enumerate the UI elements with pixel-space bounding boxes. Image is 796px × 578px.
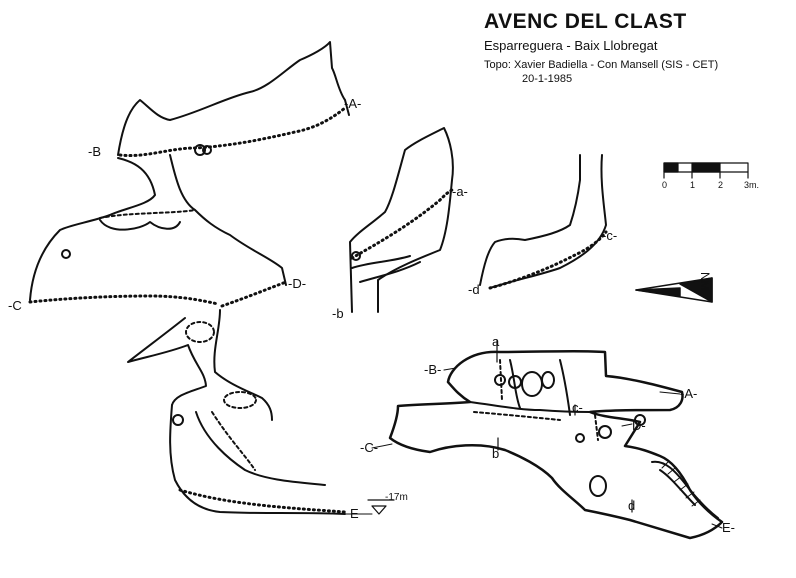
plan-boulder-6 bbox=[494, 374, 506, 386]
section-label-E: E bbox=[350, 506, 359, 521]
section-upper-lower-wall bbox=[29, 157, 156, 301]
section-label-A: -A- bbox=[344, 96, 362, 111]
plan-boulder-2 bbox=[541, 371, 555, 389]
north-arrow-fill-2 bbox=[635, 287, 681, 297]
plan-dashed-2 bbox=[499, 359, 599, 441]
section-mid-wall bbox=[169, 154, 287, 286]
depth-marker-triangle bbox=[367, 499, 395, 515]
section-label-D: -D- bbox=[288, 276, 307, 291]
plan-shaft-hatch bbox=[661, 461, 701, 507]
cross-section-ab-rock bbox=[351, 251, 361, 261]
section-boulder-3 bbox=[194, 144, 206, 156]
cross-section-c-d bbox=[479, 154, 608, 290]
section-block-1 bbox=[99, 219, 181, 231]
section-shaft-right bbox=[213, 309, 273, 421]
north-label: NM bbox=[698, 272, 712, 291]
plan-boulder-5 bbox=[598, 425, 612, 439]
plan-boulder-3 bbox=[508, 375, 522, 389]
section-D-floor bbox=[220, 280, 288, 308]
scale-tick-1: 1 bbox=[690, 180, 696, 190]
scale-bar bbox=[663, 162, 749, 179]
section-lower-dashed bbox=[211, 411, 256, 471]
plan-shaft bbox=[651, 460, 719, 519]
map-title: AVENC DEL CLAST bbox=[484, 10, 687, 33]
scale-bar-black-2 bbox=[691, 162, 721, 173]
plan-label-C: -C- bbox=[360, 440, 379, 455]
section-lower-floor bbox=[178, 488, 347, 514]
scale-tick-3: 3m. bbox=[744, 180, 760, 190]
plan-boulder-8 bbox=[634, 414, 646, 426]
section-boulder-1 bbox=[172, 414, 184, 426]
scale-bar-black-1 bbox=[663, 162, 679, 173]
plan-boulder-7 bbox=[575, 433, 585, 443]
plan-boulder-4 bbox=[589, 475, 607, 497]
section-label-C: -C bbox=[8, 298, 22, 313]
section-C-floor bbox=[28, 294, 220, 306]
plan-label-E: E- bbox=[722, 520, 735, 535]
cross-section-ab-inner bbox=[351, 255, 421, 283]
plan-section-b-tick bbox=[496, 339, 633, 513]
north-arrow bbox=[635, 277, 713, 303]
plan-label-b: b bbox=[492, 446, 500, 461]
scale-tick-0: 0 bbox=[662, 180, 668, 190]
section-upper-floor bbox=[118, 106, 347, 158]
depth-marker-label: -17m bbox=[385, 492, 408, 503]
cross-section-ab-wall bbox=[349, 127, 454, 313]
plan-view bbox=[371, 339, 724, 540]
section-shaft-ring bbox=[185, 321, 215, 343]
plan-label-a: a bbox=[492, 334, 500, 349]
section-label-b: -b bbox=[332, 306, 344, 321]
cross-section-ab-floor bbox=[350, 188, 454, 260]
section-lower-left bbox=[169, 404, 346, 515]
plan-label-D: D- bbox=[632, 418, 646, 433]
plan-inner-wall-2 bbox=[509, 359, 571, 416]
plan-outline bbox=[388, 349, 724, 540]
plan-section-lines bbox=[371, 367, 723, 529]
elevation-section bbox=[28, 41, 395, 515]
north-arrow-fill bbox=[679, 277, 713, 303]
plan-label-d: d bbox=[628, 498, 636, 513]
section-shaft-ring-2 bbox=[223, 391, 257, 409]
cross-section-cd-wall bbox=[479, 154, 607, 289]
section-shaft-left bbox=[127, 317, 207, 406]
scale-tick-2: 2 bbox=[718, 180, 724, 190]
section-boulder-4 bbox=[202, 145, 212, 155]
map-subtitle: Esparreguera - Baix Llobregat bbox=[484, 38, 658, 53]
plan-label-c: c- bbox=[572, 400, 583, 415]
section-lower-inner bbox=[195, 411, 326, 486]
plan-dashed-1 bbox=[473, 411, 561, 421]
section-label-B: -B bbox=[88, 144, 101, 159]
cross-section-cd-floor bbox=[488, 230, 608, 290]
section-label-a: -a- bbox=[452, 184, 468, 199]
survey-credit: Topo: Xavier Badiella - Con Mansell (SIS… bbox=[484, 59, 719, 71]
plan-inner-wall-1 bbox=[469, 401, 591, 413]
plan-label-B: -B- bbox=[424, 362, 442, 377]
cross-section-a-b bbox=[349, 127, 454, 313]
section-boulder-2 bbox=[61, 249, 71, 259]
section-label-c: -c- bbox=[602, 228, 618, 243]
section-label-d: -d bbox=[468, 282, 480, 297]
section-block-2 bbox=[99, 209, 196, 219]
section-upper-wall bbox=[117, 41, 350, 156]
plan-boulder-1 bbox=[521, 371, 543, 397]
plan-label-A: -A- bbox=[680, 386, 698, 401]
survey-date: 20-1-1985 bbox=[522, 73, 573, 85]
